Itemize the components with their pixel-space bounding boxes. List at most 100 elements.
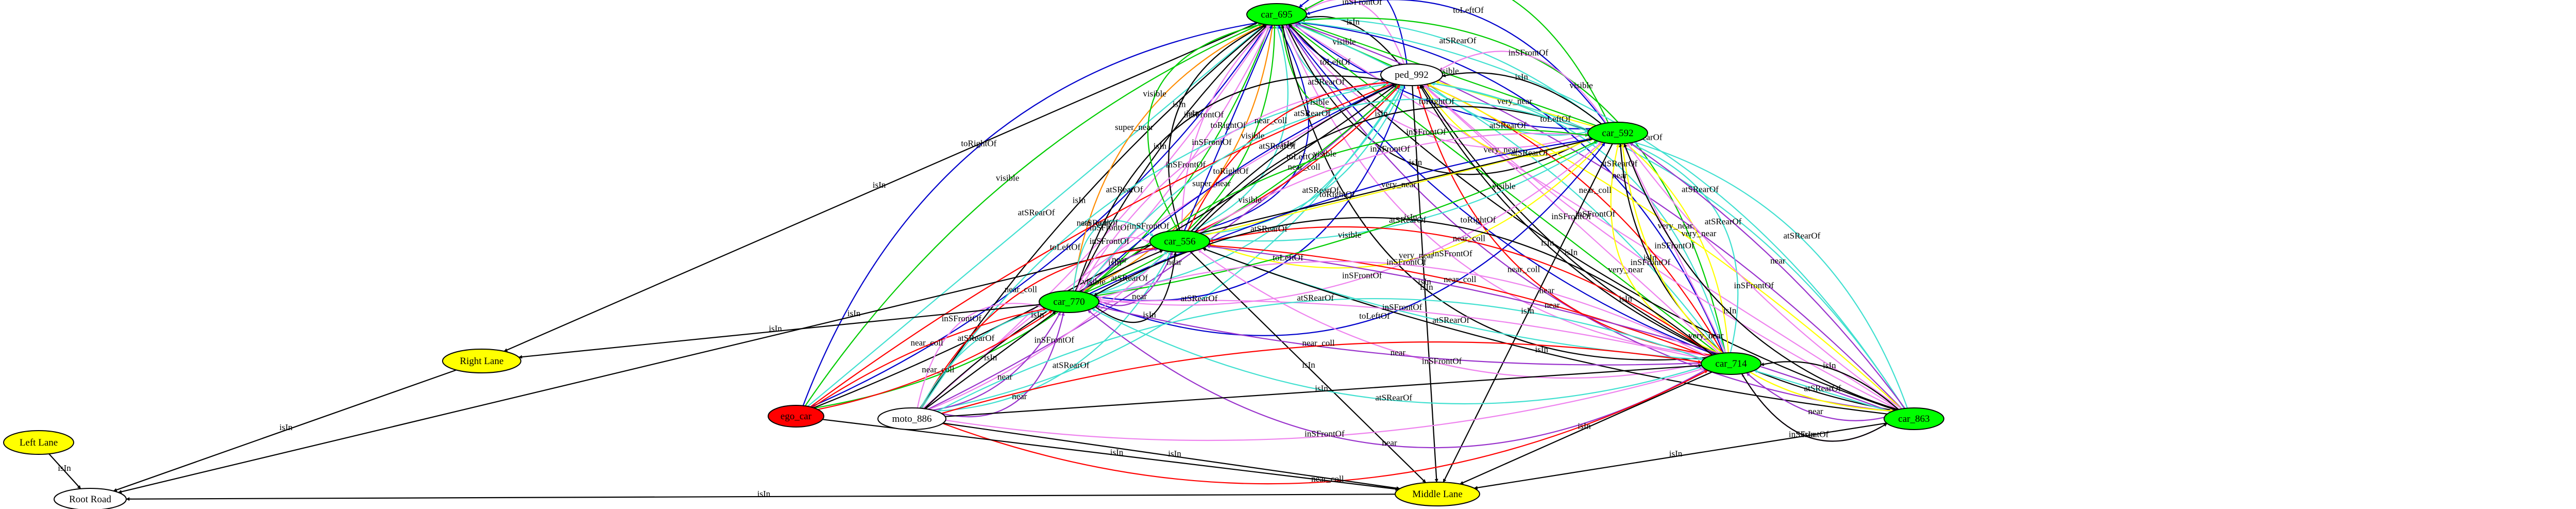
- edge-label: atSRearOf: [1439, 36, 1477, 45]
- edge-label: isIn: [1619, 293, 1632, 303]
- edge-car_863-car_592: [1626, 143, 1903, 409]
- edge-label: toRightOf: [1213, 166, 1249, 176]
- edge-label: near_coll: [1255, 116, 1287, 125]
- edge-ego_car-car_695: [807, 24, 1265, 407]
- edge-label: isIn: [1173, 99, 1186, 109]
- edge-moto_886-car_714: [945, 367, 1705, 441]
- edge-label: visible: [1492, 182, 1515, 191]
- edge-label: isIn: [1565, 247, 1578, 257]
- edge-car_556-car_695: [1147, 23, 1263, 231]
- edge-car_714-car_695: [1301, 17, 1726, 353]
- edge-moto_886-car_714: [942, 370, 1708, 485]
- edge-car_863-car_695: [1294, 22, 1903, 409]
- edge-car_556-ped_992: [1201, 85, 1404, 235]
- edge-label: isIn: [58, 463, 71, 473]
- edge-label: near_coll: [922, 365, 955, 374]
- edge-label: atSRearOf: [1302, 185, 1340, 195]
- edge-car_714-middle_lane: [1460, 371, 1713, 485]
- edge-label: near_coll: [1507, 264, 1540, 274]
- node-label: car_556: [1164, 236, 1195, 247]
- edge-car_592-car_695: [1285, 24, 1591, 175]
- edge-label: isIn: [1347, 17, 1360, 27]
- edge-label: atSRearOf: [958, 333, 995, 343]
- edge-label: inSFrontOf: [1382, 302, 1422, 312]
- edges-layer: [48, 0, 1908, 501]
- edge-label: visible: [1082, 276, 1106, 286]
- edge-car_695-right_lane: [503, 22, 1258, 352]
- edge-moto_886-car_770: [941, 312, 1065, 418]
- edge-car_592-car_695: [1306, 0, 1606, 124]
- edge-label: isIn: [984, 353, 997, 363]
- edge-label: toLeftOf: [1320, 57, 1351, 67]
- edge-label: atSRearOf: [1375, 392, 1412, 402]
- edge-car_863-ped_992: [1427, 84, 1902, 409]
- edge-car_714-car_863: [1741, 373, 1888, 442]
- node-label: moto_886: [892, 414, 931, 424]
- edge-moto_886-car_556: [936, 251, 1172, 412]
- edge-label: atSRearOf: [1259, 141, 1296, 151]
- edge-label: isIn: [1108, 258, 1122, 268]
- node-car-592: car_592: [1587, 122, 1648, 144]
- node-car-556: car_556: [1149, 230, 1210, 253]
- edge-label: isIn: [1073, 195, 1086, 205]
- edge-left_lane-root_road: [48, 453, 81, 489]
- edge-label: inSFrontOf: [1789, 430, 1829, 439]
- edge-label: atSRearOf: [1389, 215, 1426, 225]
- edge-label: toRightOf: [1211, 120, 1246, 130]
- edge-label: near_coll: [1005, 285, 1038, 294]
- edge-car_714-car_556: [1209, 226, 1714, 356]
- edge-label: inSFrontOf: [1631, 257, 1671, 267]
- edge-moto_886-car_695: [919, 24, 1267, 409]
- edge-label: atSRearOf: [1111, 273, 1148, 283]
- edge-car_556-car_592: [1194, 106, 1589, 233]
- edge-label: very_near: [1658, 221, 1693, 231]
- edge-label: inSFrontOf: [1034, 335, 1074, 345]
- edge-car_863-car_695: [1288, 24, 1896, 411]
- edge-label: isIn: [1404, 212, 1417, 222]
- edge-label: toLeftOf: [1453, 5, 1484, 15]
- edge-label: isIn: [1535, 344, 1548, 354]
- edge-ego_car-car_695: [814, 24, 1270, 409]
- edge-ego_car-car_770: [818, 310, 1053, 411]
- edge-car_714-car_592: [1629, 142, 1739, 353]
- edge-label: isIn: [1418, 277, 1431, 287]
- edge-label: near_coll: [1579, 185, 1612, 195]
- node-car-714: car_714: [1701, 352, 1761, 375]
- edge-label: visible: [1338, 230, 1361, 240]
- edge-label: near: [1808, 406, 1823, 416]
- edge-car_592-car_863: [1621, 143, 1894, 413]
- node-ped-992: ped_992: [1380, 63, 1443, 86]
- edge-label: inSFrontOf: [1304, 429, 1345, 438]
- edge-label: atSRearOf: [1432, 315, 1469, 325]
- edge-label: inSFrontOf: [1575, 209, 1616, 219]
- edge-label: near_coll: [1444, 274, 1477, 284]
- edge-label: super_near: [1115, 122, 1154, 132]
- node-ellipse: [442, 349, 521, 373]
- edge-moto_886-car_770: [925, 311, 1057, 409]
- edge-label: near: [1770, 256, 1786, 266]
- node-car-695: car_695: [1246, 3, 1307, 26]
- edge-label: inSFrontOf: [1734, 281, 1774, 290]
- node-label: ego_car: [781, 411, 812, 422]
- edge-label: isIn: [1578, 421, 1591, 431]
- edge-car_863-middle_lane: [1473, 422, 1887, 490]
- edge-car_863-car_592: [1629, 142, 1906, 409]
- edge-label: isIn: [848, 308, 861, 318]
- edge-car_714-car_592: [1625, 143, 1729, 353]
- edge-label: near: [1112, 255, 1127, 265]
- edge-label: near: [1545, 300, 1560, 310]
- edge-label: near: [1382, 438, 1397, 448]
- edge-moto_886-ped_992: [921, 81, 1392, 409]
- edge-label: near_coll: [1302, 338, 1335, 348]
- edge-label: isIn: [1643, 253, 1657, 262]
- edge-car_714-ped_992: [1422, 84, 1721, 354]
- edge-moto_886-car_714: [937, 298, 1704, 412]
- edge-car_714-car_695: [1283, 24, 1711, 356]
- edge-label: toRightOf: [961, 139, 996, 149]
- edge-car_714-car_695: [1289, 24, 1719, 354]
- edge-label: very_near: [1688, 331, 1723, 340]
- edge-label: toRightOf: [1461, 215, 1496, 225]
- edge-label: visible: [996, 173, 1019, 183]
- edge-label: inSFrontOf: [1386, 257, 1427, 267]
- edge-label: very_near: [1484, 144, 1519, 154]
